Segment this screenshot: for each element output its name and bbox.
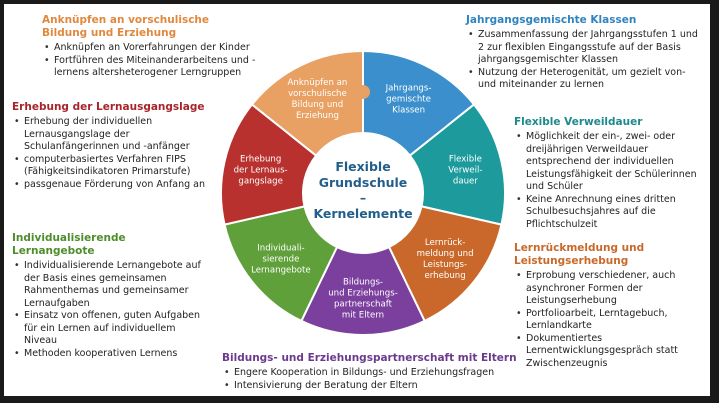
block-jahrgangsgemischte-klassen: Jahrgangsgemischte Klassen Zusammenfassu… bbox=[466, 14, 706, 92]
list-item: Keine Anrechnung eines dritten Schulbesu… bbox=[516, 194, 706, 232]
block-title: Jahrgangsgemischte Klassen bbox=[466, 14, 637, 26]
list-item: Zusammenfassung der Jahrgangsstufen 1 un… bbox=[468, 29, 706, 67]
center-title-line: – bbox=[360, 190, 366, 205]
block-erziehungspartnerschaft: Bildungs- und Erziehungspartnerschaft mi… bbox=[222, 352, 522, 392]
list-item: Dokumentiertes Lernentwicklungsgespräch … bbox=[516, 333, 706, 371]
list-item: Erprobung verschiedener, auch asynchrone… bbox=[516, 270, 706, 308]
list-item: Engere Kooperation in Bildungs- und Erzi… bbox=[224, 367, 522, 380]
list-item: Erhebung der individuellen Lernausgangsl… bbox=[14, 116, 208, 154]
list-item: Einsatz von offenen, guten Aufgaben für … bbox=[14, 310, 208, 348]
block-vorschulische-bildung: Anknüpfen an vorschulische Bildung und E… bbox=[42, 14, 282, 80]
block-title: Individualisierende Lernangebote bbox=[12, 232, 126, 257]
block-flexible-verweildauer: Flexible Verweildauer Möglichkeit der ei… bbox=[514, 116, 706, 231]
list-item: Intensivierung der Beratung der Eltern bbox=[224, 380, 522, 393]
block-lernrueckmeldung: Lernrückmeldung und Leistungserhebung Er… bbox=[514, 242, 706, 370]
block-title: Flexible Verweildauer bbox=[514, 116, 643, 128]
center-title-line: Flexible bbox=[335, 159, 390, 174]
list-item: Möglichkeit der ein-, zwei- oder dreijäh… bbox=[516, 131, 706, 194]
list-item: passgenaue Förderung von Anfang an bbox=[14, 179, 208, 192]
list-item: computerbasiertes Verfahren FIPS (Fähigk… bbox=[14, 154, 208, 179]
block-title: Anknüpfen an vorschulische Bildung und E… bbox=[42, 14, 210, 39]
block-individualisierende-lernangebote: Individualisierende Lernangebote Individ… bbox=[12, 232, 208, 360]
puzzle-knob-vorschulische bbox=[356, 85, 370, 99]
block-title: Bildungs- und Erziehungspartnerschaft mi… bbox=[222, 352, 517, 364]
block-title: Erhebung der Lernausgangslage bbox=[12, 101, 205, 113]
center-title-line: Grundschule bbox=[319, 175, 408, 190]
list-item: Portfolioarbeit, Lerntagebuch, Lernlandk… bbox=[516, 308, 706, 333]
list-item: Methoden kooperativen Lernens bbox=[14, 348, 208, 361]
block-lernausgangslage: Erhebung der Lernausgangslage Erhebung d… bbox=[12, 101, 208, 191]
list-item: Individualisierende Lernangebote auf der… bbox=[14, 260, 208, 310]
center-disc bbox=[304, 134, 422, 252]
block-title: Lernrückmeldung und Leistungserhebung bbox=[514, 242, 645, 267]
center-title-line: Kernelemente bbox=[313, 206, 412, 221]
list-item: Nutzung der Heterogenität, um gezielt vo… bbox=[468, 67, 706, 92]
list-item: Anknüpfen an Vorerfahrungen der Kinder bbox=[44, 42, 282, 55]
diagram-canvas: Anknüpfen an vorschulische Bildung und E… bbox=[4, 4, 710, 396]
segment-vorschulische bbox=[250, 49, 364, 157]
list-item: Fortführen des Miteinanderarbeitens und … bbox=[44, 55, 282, 80]
